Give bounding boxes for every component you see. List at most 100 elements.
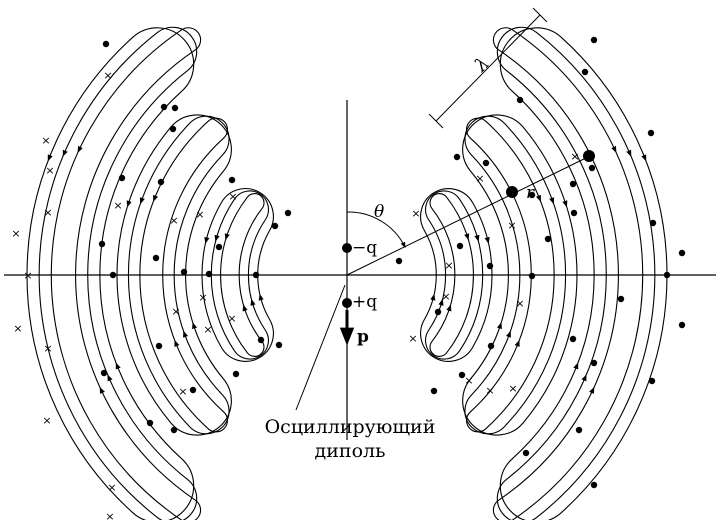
field-arrow	[514, 339, 520, 348]
field-arrow	[77, 145, 83, 153]
into-page-marker: ×	[195, 208, 204, 221]
out-of-page-marker	[544, 235, 552, 243]
into-page-marker: ×	[105, 510, 114, 520]
into-page-marker: ×	[464, 374, 473, 387]
field-lines	[26, 26, 668, 520]
out-of-page-marker	[284, 209, 292, 217]
field-loop-left-2-1	[38, 26, 198, 520]
out-of-page-marker	[590, 359, 598, 367]
field-arrow	[183, 330, 189, 338]
out-of-page-marker	[487, 342, 495, 350]
into-page-marker: ×	[11, 227, 20, 240]
into-page-marker: ×	[485, 384, 494, 397]
out-of-page-marker	[102, 40, 110, 48]
out-of-page-marker	[453, 153, 461, 161]
field-arrow	[549, 197, 555, 205]
out-of-page-marker	[169, 125, 177, 133]
label-theta: θ	[374, 202, 384, 222]
field-arrow	[115, 362, 121, 370]
field-loop-right-0-0	[429, 193, 474, 357]
field-arrow	[62, 149, 68, 157]
caption-line-1: Осциллирующий	[265, 416, 436, 438]
out-of-page-marker	[100, 369, 108, 377]
out-of-page-marker	[663, 271, 671, 279]
field-arrow	[626, 149, 632, 157]
out-of-page-marker	[252, 271, 260, 279]
into-page-marker: ×	[41, 134, 50, 147]
out-of-page-marker	[109, 271, 117, 279]
into-page-marker: ×	[169, 214, 178, 227]
field-arrow	[611, 145, 617, 153]
out-of-page-marker	[257, 336, 265, 344]
theta-arc	[346, 211, 406, 249]
into-page-marker: ×	[228, 190, 237, 203]
wavelength-scale	[428, 7, 548, 129]
into-page-marker: ×	[570, 150, 579, 163]
negative-charge	[342, 243, 352, 253]
into-page-marker: ×	[107, 481, 116, 494]
out-of-page-marker	[458, 371, 466, 379]
out-of-page-marker	[155, 342, 163, 350]
field-arrow	[126, 200, 132, 208]
into-page-marker: ×	[475, 172, 484, 185]
label-plus-q: +q	[352, 292, 377, 312]
out-of-page-marker	[569, 335, 577, 343]
out-of-page-marker	[152, 254, 160, 262]
out-of-page-marker	[581, 68, 589, 76]
out-of-page-marker	[228, 176, 236, 184]
out-of-page-marker	[275, 341, 283, 349]
out-of-page-marker	[171, 104, 179, 112]
into-page-marker: ×	[441, 290, 450, 303]
out-of-page-marker	[590, 481, 598, 489]
into-page-marker: ×	[444, 259, 453, 272]
field-arrow	[581, 374, 587, 382]
out-of-page-marker	[215, 243, 223, 251]
out-of-page-marker	[395, 257, 403, 265]
out-of-page-marker	[430, 387, 438, 395]
into-page-marker: ×	[515, 297, 524, 310]
field-arrow	[535, 194, 541, 202]
out-of-page-marker	[170, 426, 178, 434]
field-loop-right-0-2	[420, 188, 493, 362]
out-of-page-marker	[528, 272, 536, 280]
out-of-page-marker	[678, 249, 686, 257]
out-of-page-marker	[570, 209, 578, 217]
out-of-page-marker	[678, 321, 686, 329]
out-of-page-marker	[649, 219, 657, 227]
out-of-page-marker	[434, 308, 442, 316]
field-arrow	[562, 200, 568, 208]
field-arrow	[139, 197, 145, 205]
out-of-page-marker	[590, 36, 598, 44]
out-of-page-marker	[205, 270, 213, 278]
into-page-marker: ×	[43, 206, 52, 219]
into-page-marker: ×	[171, 305, 180, 318]
out-of-page-marker	[522, 449, 530, 457]
into-page-marker: ×	[508, 382, 517, 395]
field-loop-right-2-1	[496, 26, 656, 520]
field-loop-left-1-1	[127, 115, 230, 435]
field-arrow	[174, 339, 180, 348]
field-arrow	[99, 386, 105, 395]
into-page-marker: ×	[42, 414, 51, 427]
out-of-page-marker	[189, 386, 197, 394]
into-page-marker: ×	[227, 312, 236, 325]
label-p: p	[357, 327, 369, 347]
into-page-marker: ×	[103, 69, 112, 82]
into-page-marker: ×	[113, 199, 122, 212]
out-of-page-marker	[271, 222, 279, 230]
out-of-page-marker	[528, 191, 536, 199]
field-arrow	[47, 154, 53, 162]
into-page-marker: ×	[23, 269, 32, 282]
positive-charge	[342, 298, 352, 308]
field-loop-right-2-2	[499, 27, 668, 520]
into-page-marker: ×	[203, 323, 212, 336]
out-of-page-marker	[617, 295, 625, 303]
into-page-marker: ×	[507, 219, 516, 232]
into-page-marker: ×	[178, 385, 187, 398]
out-of-page-marker	[647, 129, 655, 137]
out-of-page-marker	[482, 159, 490, 167]
into-page-marker: ×	[43, 342, 52, 355]
out-of-page-marker	[486, 262, 494, 270]
out-of-page-marker	[118, 174, 126, 182]
